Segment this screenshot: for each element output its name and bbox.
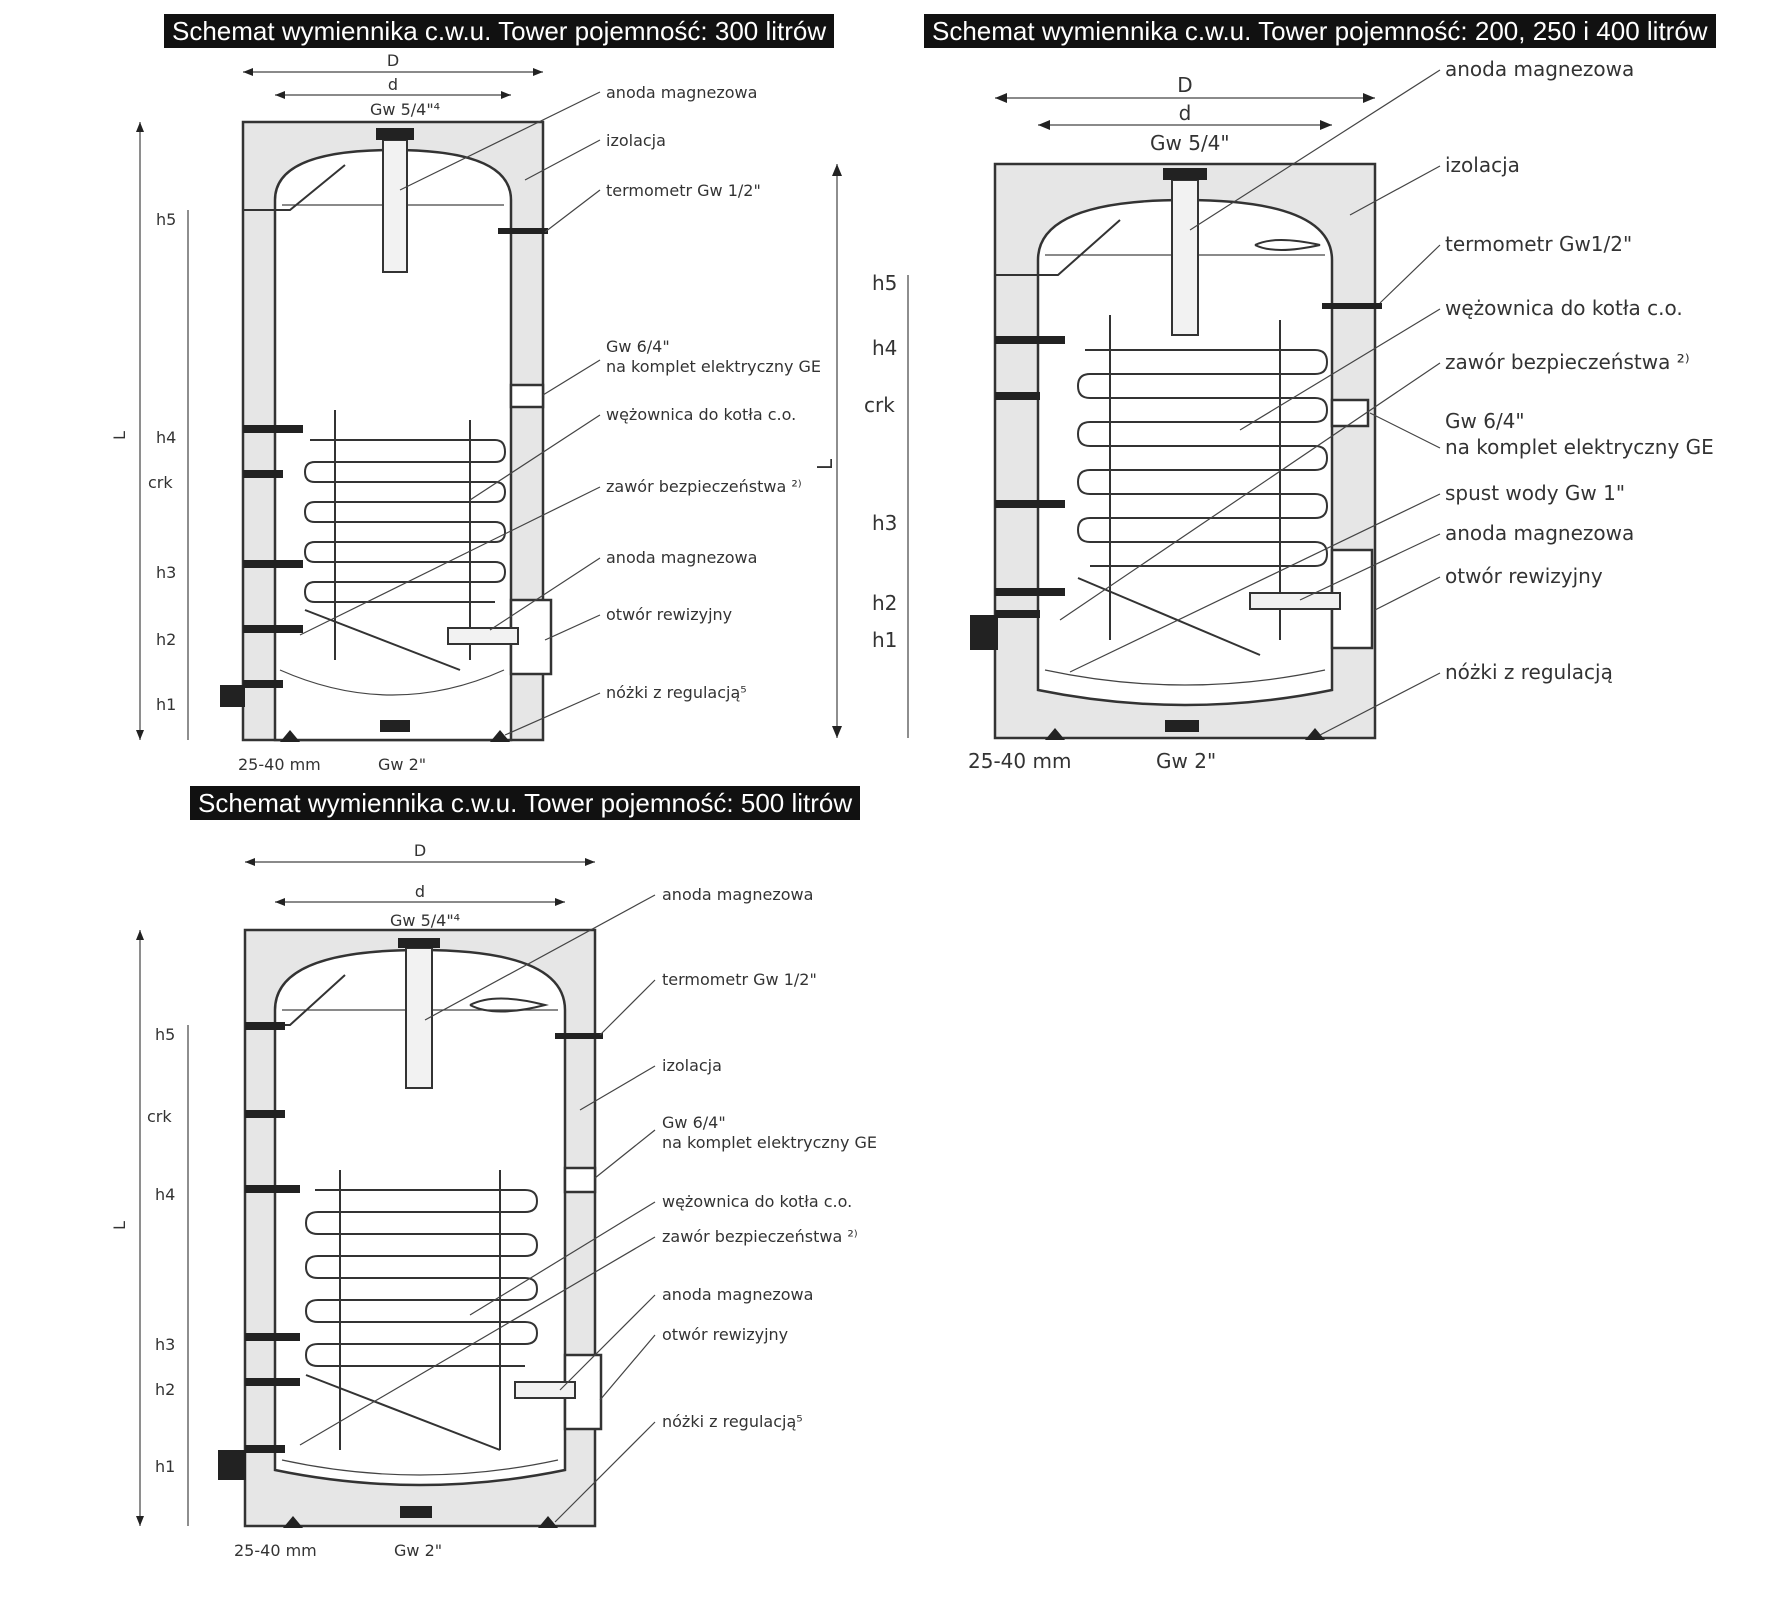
dim-L: L: [110, 1221, 129, 1230]
callout-ge-size: Gw 6/4": [606, 337, 670, 356]
anode: [382, 139, 408, 273]
callout-insulation: izolacja: [606, 131, 666, 150]
diagram-title: Schemat wymiennika c.w.u. Tower pojemnoś…: [190, 786, 861, 820]
dim-h4: h4: [156, 428, 176, 447]
callout-feet: nóżki z regulacją⁵: [606, 683, 747, 702]
diagram-500: Schemat wymiennika c.w.u. Tower pojemnoś…: [0, 770, 900, 1570]
callout-inspection: otwór rewizyjny: [1445, 564, 1603, 588]
tank-drawing: D d Gw 5/4"⁴ L h5 crk h4 h3 h2 h1 25-40 …: [110, 841, 877, 1560]
callout-anode-side: anoda magnezowa: [606, 548, 757, 567]
callout-ge-label: na komplet elektryczny GE: [606, 357, 821, 376]
diagram-title: Schemat wymiennika c.w.u. Tower pojemnoś…: [924, 14, 1716, 48]
callout-anode-side: anoda magnezowa: [662, 1285, 813, 1304]
callout-insulation: izolacja: [1445, 153, 1520, 177]
callout-feet: nóżki z regulacją⁵: [662, 1412, 803, 1431]
dim-h3: h3: [155, 1335, 175, 1354]
callout-ge-size: Gw 6/4": [662, 1113, 726, 1132]
callout-ge-label: na komplet elektryczny GE: [1445, 435, 1714, 459]
dim-drain: Gw 2": [1156, 749, 1216, 773]
dim-bottom-gap: 25-40 mm: [968, 749, 1071, 773]
dim-L: L: [110, 431, 129, 440]
dim-h1: h1: [872, 628, 897, 652]
callout-safety-valve: zawór bezpieczeństwa ²⁾: [662, 1227, 858, 1246]
callout-coil: wężownica do kotła c.o.: [606, 405, 796, 424]
callout-ge-label: na komplet elektryczny GE: [662, 1133, 877, 1152]
dim-h1: h1: [155, 1457, 175, 1476]
tank-body: [273, 948, 567, 1487]
callout-inspection: otwór rewizyjny: [662, 1325, 788, 1344]
diagram-300: Schemat wymiennika c.w.u. Tower pojemnoś…: [0, 0, 880, 780]
callout-safety-valve: zawór bezpieczeństwa ²⁾: [606, 477, 802, 496]
dim-h3: h3: [872, 511, 897, 535]
dim-h2: h2: [872, 591, 897, 615]
dim-D: D: [414, 841, 426, 860]
dim-L: L: [813, 458, 837, 470]
anode: [1171, 179, 1199, 336]
callout-thermometer: termometr Gw1/2": [1445, 232, 1632, 256]
dim-drain: Gw 2": [394, 1541, 442, 1560]
callout-anode-side: anoda magnezowa: [1445, 521, 1634, 545]
dim-D: D: [1177, 73, 1192, 97]
dim-h4: h4: [872, 336, 897, 360]
heat-coil: [304, 1170, 539, 1451]
callout-inspection: otwór rewizyjny: [606, 605, 732, 624]
callout-drain: spust wody Gw 1": [1445, 481, 1625, 505]
dim-bottom-gap: 25-40 mm: [238, 755, 321, 774]
callout-anode-top: anoda magnezowa: [1445, 57, 1634, 81]
callout-ge-size: Gw 6/4": [1445, 409, 1525, 433]
dim-h5: h5: [156, 210, 176, 229]
dim-h5: h5: [872, 271, 897, 295]
callout-anode-top: anoda magnezowa: [606, 83, 757, 102]
callout-insulation: izolacja: [662, 1056, 722, 1075]
dim-top: Gw 5/4"⁴: [390, 911, 460, 930]
dim-h2: h2: [155, 1380, 175, 1399]
callout-thermometer: termometr Gw 1/2": [662, 970, 817, 989]
dim-crk: crk: [148, 473, 173, 492]
dim-h4: h4: [155, 1185, 175, 1204]
callout-coil: wężownica do kotła c.o.: [662, 1192, 852, 1211]
dim-d: d: [1179, 101, 1192, 125]
tank-body: [1036, 198, 1334, 707]
tank-drawing: D d Gw 5/4"⁴ L h5 h4 crk h3 h2 h1 25-40 …: [110, 51, 821, 774]
tank-drawing: D d Gw 5/4" L h5 h4 crk h3 h2 h1 25-40 m…: [813, 57, 1714, 773]
dim-h3: h3: [156, 563, 176, 582]
dim-h1: h1: [156, 695, 176, 714]
dim-d: d: [388, 75, 398, 94]
callout-coil: wężownica do kotła c.o.: [1445, 296, 1683, 320]
dim-top: Gw 5/4": [1150, 131, 1230, 155]
dim-d: d: [415, 882, 425, 901]
callout-safety-valve: zawór bezpieczeństwa ²⁾: [1445, 350, 1690, 374]
dim-top: Gw 5/4"⁴: [370, 100, 440, 119]
dim-crk: crk: [147, 1107, 172, 1126]
dim-drain: Gw 2": [378, 755, 426, 774]
callout-thermometer: termometr Gw 1/2": [606, 181, 761, 200]
callout-feet: nóżki z regulacją: [1445, 660, 1613, 684]
dim-crk: crk: [864, 393, 895, 417]
callout-anode-top: anoda magnezowa: [662, 885, 813, 904]
dim-bottom-gap: 25-40 mm: [234, 1541, 317, 1560]
diagram-title: Schemat wymiennika c.w.u. Tower pojemnoś…: [164, 14, 835, 48]
diagram-200-250-400: Schemat wymiennika c.w.u. Tower pojemnoś…: [813, 0, 1780, 790]
dim-h2: h2: [156, 630, 176, 649]
dim-D: D: [387, 51, 399, 70]
dim-h5: h5: [155, 1025, 175, 1044]
